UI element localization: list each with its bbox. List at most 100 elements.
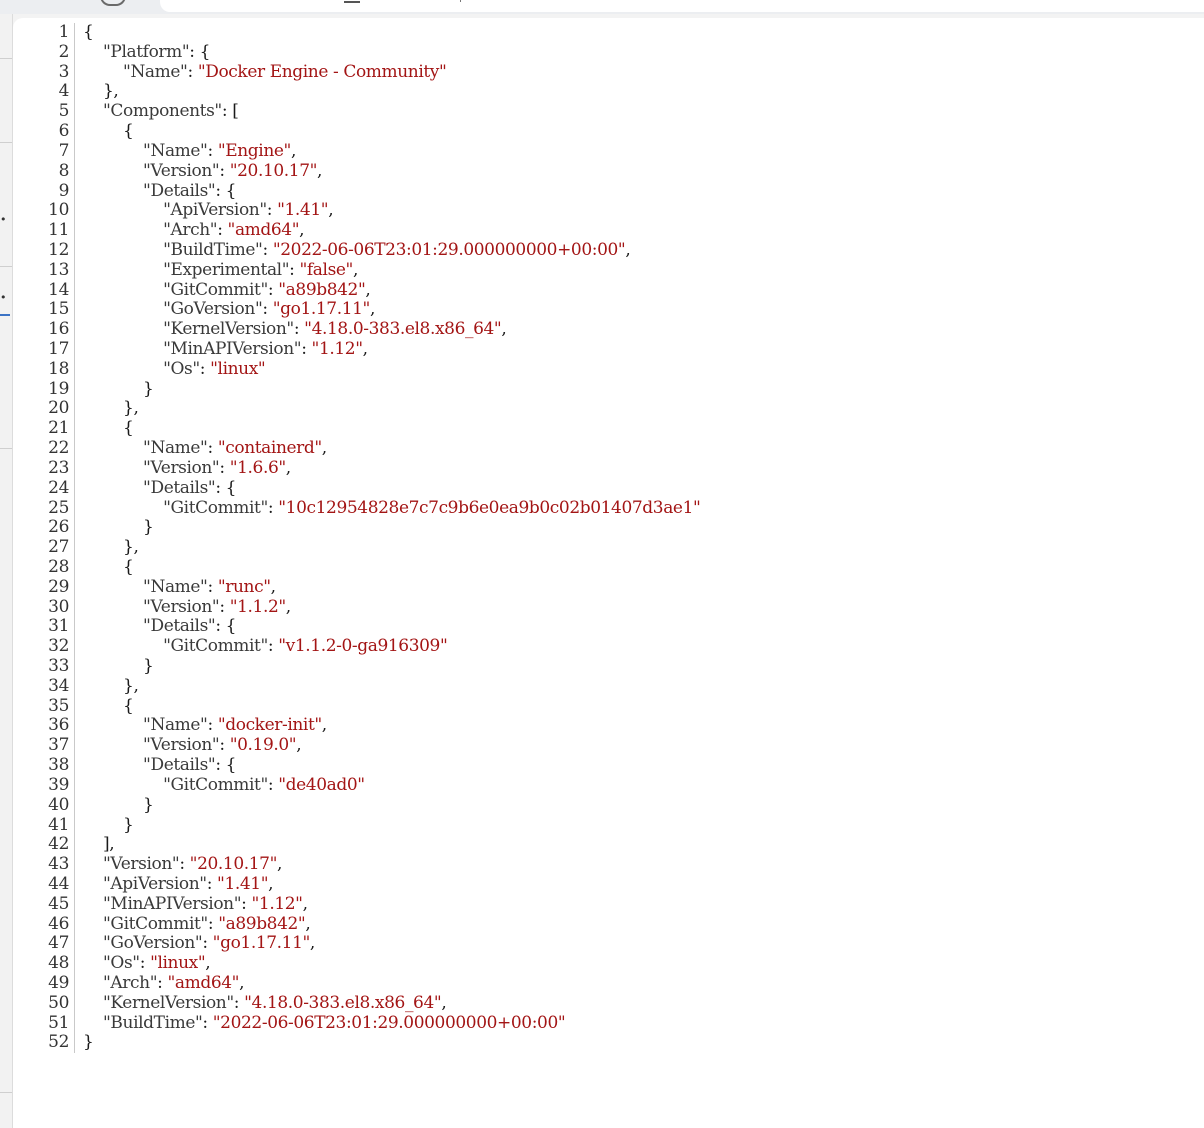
line-text: "GitCommit": "a89b842", xyxy=(75,913,311,935)
json-punctuation: , xyxy=(309,933,315,954)
json-string-value: "Engine" xyxy=(217,140,292,161)
json-punctuation: : xyxy=(202,933,213,954)
json-viewer[interactable]: 1{2 "Platform": {3 "Name": "Docker Engin… xyxy=(13,18,1204,1128)
panel-divider xyxy=(0,448,12,449)
json-punctuation: : xyxy=(187,61,198,82)
panel-active-indicator xyxy=(0,314,10,316)
active-tab[interactable] xyxy=(160,0,1204,12)
json-string-value: "false" xyxy=(299,259,353,280)
code-line: 4 }, xyxy=(13,81,700,103)
line-number: 14 xyxy=(13,280,75,301)
json-key: "Components" xyxy=(103,101,222,122)
json-punctuation: : xyxy=(219,160,230,181)
json-string-value: "linux" xyxy=(150,953,206,974)
code-line: 51 "BuildTime": "2022-06-06T23:01:29.000… xyxy=(13,1012,700,1034)
line-number: 39 xyxy=(13,775,75,796)
json-punctuation: : xyxy=(289,259,300,280)
json-punctuation: : { xyxy=(215,755,237,776)
line-text: "GitCommit": "v1.1.2-0-ga916309" xyxy=(75,636,448,657)
json-key: "Arch" xyxy=(103,973,158,993)
line-text: { xyxy=(75,695,134,717)
json-punctuation: : xyxy=(207,140,218,161)
json-punctuation: }, xyxy=(123,675,139,696)
line-text: "BuildTime": "2022-06-06T23:01:29.000000… xyxy=(75,1012,566,1034)
json-key: "Name" xyxy=(123,61,188,82)
line-number: 11 xyxy=(13,220,75,241)
line-number: 36 xyxy=(13,716,75,737)
code-line: 12 "BuildTime": "2022-06-06T23:01:29.000… xyxy=(13,240,700,261)
code-line: 33 } xyxy=(13,656,700,677)
line-number: 41 xyxy=(13,815,75,836)
line-number: 33 xyxy=(13,656,75,677)
line-text: "Experimental": "false", xyxy=(75,259,358,281)
json-key: "Name" xyxy=(143,140,208,161)
code-line: 50 "KernelVersion": "4.18.0-383.el8.x86_… xyxy=(13,993,700,1014)
code-line: 24 "Details": { xyxy=(13,478,700,499)
json-punctuation: , xyxy=(285,596,291,617)
json-key: "BuildTime" xyxy=(103,1012,203,1033)
code-line: 25 "GitCommit": "10c12954828e7c7c9b6e0ea… xyxy=(13,497,701,519)
json-punctuation: , xyxy=(285,457,291,478)
line-number: 52 xyxy=(13,1033,75,1054)
code-line: 45 "MinAPIVersion": "1.12", xyxy=(13,893,700,915)
line-number: 19 xyxy=(13,379,75,400)
line-number: 40 xyxy=(13,795,75,816)
json-punctuation: , xyxy=(305,913,311,934)
tab-favicon-icon xyxy=(344,0,360,3)
line-number: 5 xyxy=(13,101,75,123)
json-key: "ApiVersion" xyxy=(103,873,207,894)
line-number: 42 xyxy=(13,834,75,856)
json-punctuation: , xyxy=(501,319,507,340)
line-text: "Name": "docker-init", xyxy=(75,716,327,736)
line-text: } xyxy=(75,1033,94,1053)
json-punctuation: : xyxy=(219,735,230,756)
line-number: 22 xyxy=(13,438,75,459)
json-key: "GitCommit" xyxy=(163,636,268,657)
line-text: "GoVersion": "go1.17.11", xyxy=(75,299,375,320)
line-text: "Arch": "amd64", xyxy=(75,973,244,994)
code-line: 10 "ApiVersion": "1.41", xyxy=(13,200,700,222)
json-key: "GitCommit" xyxy=(163,497,268,518)
code-line: 27 }, xyxy=(13,537,700,558)
json-punctuation: , xyxy=(290,140,296,161)
code-line: 41 } xyxy=(13,815,700,836)
panel-divider xyxy=(0,58,12,59)
json-key: "Name" xyxy=(143,576,208,597)
json-key: "Platform" xyxy=(103,41,190,62)
line-text: { xyxy=(75,557,134,578)
tab-icon xyxy=(100,0,126,6)
json-string-value: "1.12" xyxy=(311,339,363,359)
code-line: 46 "GitCommit": "a89b842", xyxy=(13,913,700,935)
browser-tab-strip xyxy=(0,0,1204,14)
json-key: "Version" xyxy=(143,160,220,181)
json-punctuation: , xyxy=(362,339,368,359)
code-line: 13 "Experimental": "false", xyxy=(13,259,700,281)
line-number: 51 xyxy=(13,1013,75,1034)
json-punctuation: : xyxy=(262,299,273,320)
json-punctuation: { xyxy=(123,695,134,716)
json-punctuation: : xyxy=(219,596,230,617)
left-side-panel-edge: • • xyxy=(0,14,13,1128)
json-punctuation: : xyxy=(199,358,211,379)
line-number: 25 xyxy=(13,498,75,519)
line-number: 21 xyxy=(13,418,75,440)
json-string-value: "containerd" xyxy=(217,438,322,459)
code-line: 40 } xyxy=(13,795,700,816)
json-punctuation: }, xyxy=(103,81,119,102)
line-text: { xyxy=(75,22,94,43)
json-key: "GoVersion" xyxy=(103,933,203,954)
line-text: }, xyxy=(75,81,119,102)
json-punctuation: } xyxy=(143,517,154,538)
line-text: "Version": "1.1.2", xyxy=(75,596,291,618)
json-code-block: 1{2 "Platform": {3 "Name": "Docker Engin… xyxy=(13,22,701,1054)
json-punctuation: , xyxy=(205,953,211,974)
line-number: 24 xyxy=(13,478,75,499)
json-key: "Details" xyxy=(143,616,216,637)
json-punctuation: : xyxy=(207,576,218,597)
json-punctuation: , xyxy=(321,715,327,736)
json-punctuation: } xyxy=(143,378,154,399)
json-punctuation: : xyxy=(241,893,252,914)
json-string-value: "4.18.0-383.el8.x86_64" xyxy=(304,319,502,340)
json-key: "KernelVersion" xyxy=(163,319,294,340)
line-number: 28 xyxy=(13,557,75,578)
